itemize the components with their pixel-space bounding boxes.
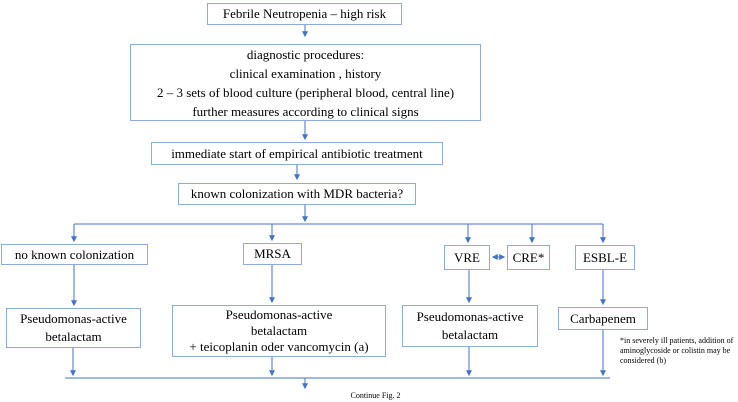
treatment-mrsa-line: Pseudomonas-active [225, 307, 333, 322]
treatment-none-line: Pseudomonas-active [20, 311, 127, 326]
colonization-mrsa-box: MRSA [243, 243, 302, 265]
mdr-question-label: known colonization with MDR bacteria? [190, 186, 404, 201]
colonization-vre-label: VRE [454, 249, 480, 265]
treatment-esbl-box: Carbapenem [558, 307, 648, 330]
immediate-treatment-label: immediate start of empirical antibiotic … [171, 145, 423, 161]
colonization-cre-label: CRE* [512, 249, 545, 265]
colonization-mrsa-label: MRSA [254, 246, 291, 261]
colonization-esbl-box: ESBL-E [575, 245, 635, 270]
treatment-vre-cre-line: Pseudomonas-active [416, 309, 524, 324]
treatment-vre-cre-line: betalactam [441, 327, 499, 342]
diagnostics-box: diagnostic procedures: clinical examinat… [130, 44, 481, 121]
mdr-question-box: known colonization with MDR bacteria? [178, 183, 416, 205]
continue-fig2-label: Continue Fig. 2 [350, 391, 401, 400]
treatment-mrsa-box: Pseudomonas-active betalactam + teicopla… [172, 305, 386, 357]
treatment-esbl-label: Carbapenem [570, 310, 636, 326]
treatment-none-box: Pseudomonas-active betalactam [6, 308, 141, 348]
colonization-cre-box: CRE* [507, 245, 550, 270]
footnote-line: *in severely ill patients, addition of [620, 336, 734, 345]
diagnostics-line: further measures according to clinical s… [192, 103, 419, 119]
start-box: Febrile Neutropenia – high risk [207, 3, 402, 25]
footnote-line: considered (b) [620, 356, 666, 365]
colonization-none-label: no known colonization [14, 246, 135, 262]
treatment-mrsa-line: + teicoplanin oder vancomycin (a) [189, 339, 369, 354]
diagnostics-line: clinical examination , history [229, 65, 382, 81]
immediate-treatment-box: immediate start of empirical antibiotic … [151, 142, 443, 165]
treatment-mrsa-line: betalactam [250, 323, 308, 338]
diagnostics-line: 2 – 3 sets of blood culture (peripheral … [156, 84, 455, 100]
footnote: *in severely ill patients, addition of a… [620, 336, 738, 366]
colonization-vre-box: VRE [444, 245, 490, 270]
colonization-esbl-label: ESBL-E [582, 249, 628, 265]
footnote-line: aminoglycoside or colistin may be [620, 346, 731, 355]
treatment-none-line: betalactam [45, 329, 102, 344]
colonization-none-box: no known colonization [1, 244, 148, 265]
start-box-label: Febrile Neutropenia – high risk [222, 6, 387, 21]
diagnostics-line: diagnostic procedures: [246, 46, 365, 62]
treatment-vre-cre-box: Pseudomonas-active betalactam [402, 305, 538, 347]
